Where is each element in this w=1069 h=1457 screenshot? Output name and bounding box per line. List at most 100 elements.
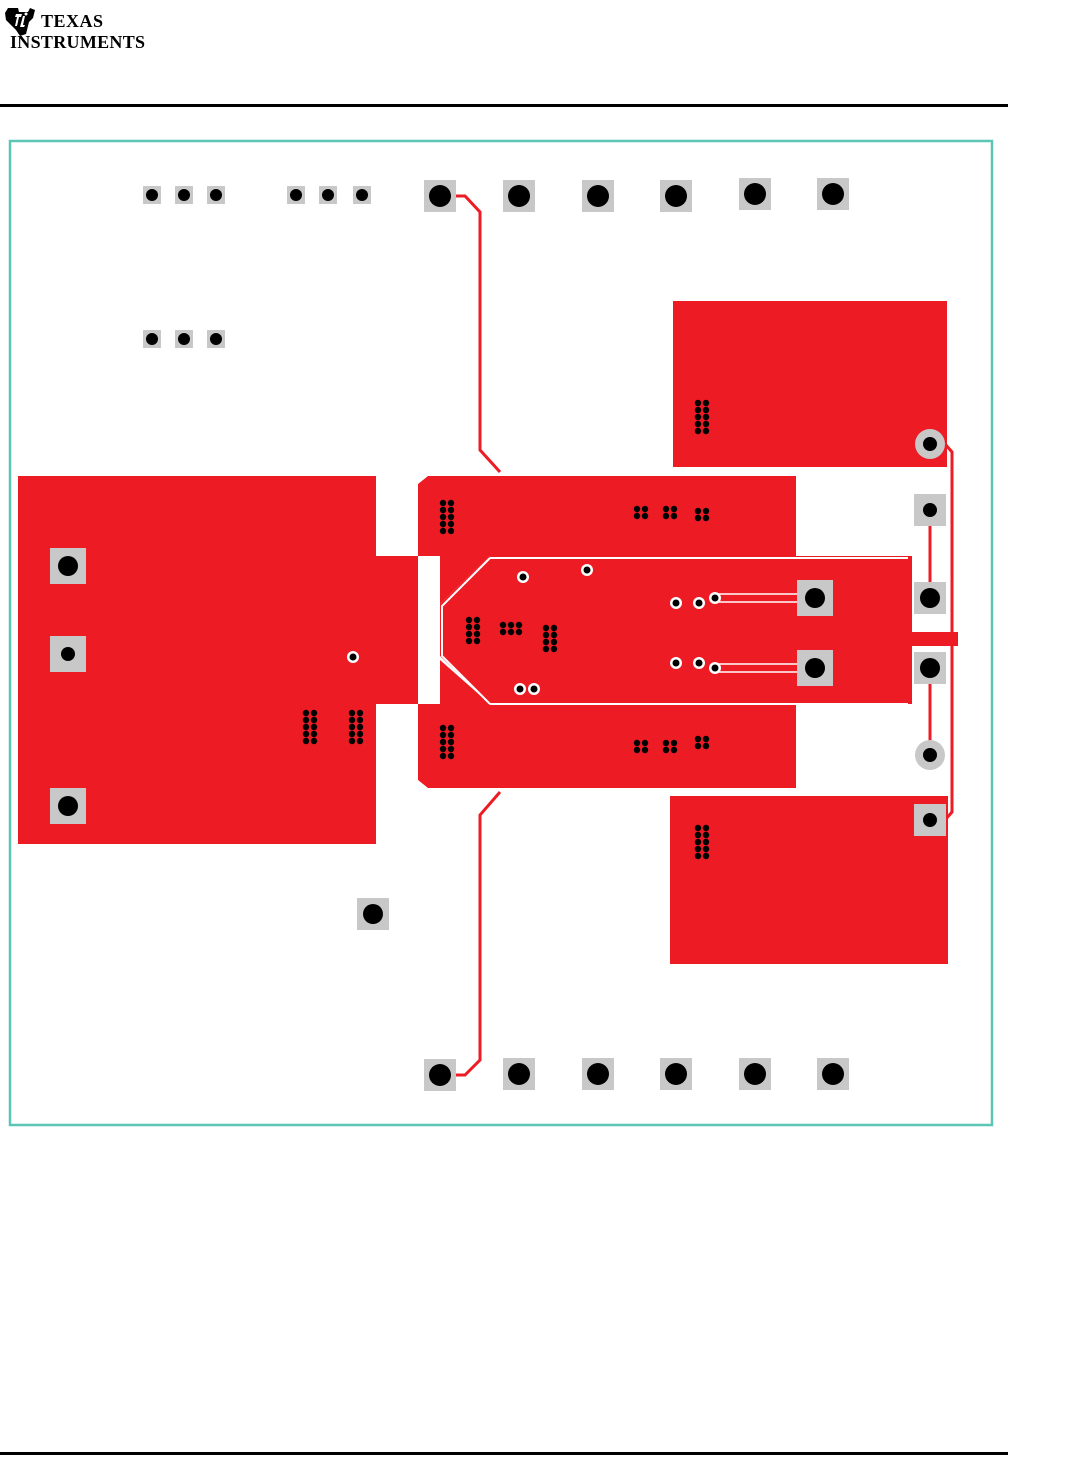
stitch-via: [703, 421, 709, 427]
stitch-via: [357, 710, 363, 716]
stitch-via: [357, 731, 363, 737]
pad-top-2: [503, 180, 535, 212]
stitch-via: [695, 839, 701, 845]
stitch-via: [671, 506, 677, 512]
pad-right-4: [914, 804, 946, 836]
stitch-via: [440, 739, 446, 745]
stitch-via: [440, 746, 446, 752]
stitch-via: [440, 500, 446, 506]
stitch-via: [311, 724, 317, 730]
stitch-via: [695, 414, 701, 420]
stitch-via: [508, 622, 514, 628]
stitch-via: [551, 646, 557, 652]
stitch-via: [703, 736, 709, 742]
pour-top-right: [673, 301, 947, 467]
stitch-via: [703, 407, 709, 413]
stitch-via: [508, 629, 514, 635]
stitch-via: [448, 507, 454, 513]
stitch-via: [551, 625, 557, 631]
pad-lone: [357, 898, 389, 930]
stitch-via: [663, 740, 669, 746]
pad-top-4: [660, 180, 692, 212]
stitch-via: [440, 521, 446, 527]
round-pad-2: [915, 740, 945, 770]
stitch-via: [703, 515, 709, 521]
stitch-via: [663, 506, 669, 512]
stitch-via: [703, 853, 709, 859]
stitch-via: [543, 625, 549, 631]
stitch-via: [703, 839, 709, 845]
stitch-via: [671, 740, 677, 746]
footer-rule: [0, 1452, 1008, 1455]
stitch-via: [311, 717, 317, 723]
stitch-via: [695, 736, 701, 742]
stitch-via: [440, 507, 446, 513]
pad-top-5: [739, 178, 771, 210]
stitch-via: [695, 846, 701, 852]
stitch-via: [695, 400, 701, 406]
pad-left-3: [50, 788, 86, 824]
pad-top-3: [582, 180, 614, 212]
stitch-via: [671, 513, 677, 519]
stitch-via: [703, 846, 709, 852]
stitch-via: [474, 624, 480, 630]
stitch-via: [703, 832, 709, 838]
stitch-via: [474, 631, 480, 637]
stitch-via: [448, 528, 454, 534]
stitch-via: [440, 732, 446, 738]
stitch-via: [642, 513, 648, 519]
stitch-via: [695, 515, 701, 521]
stitch-via: [311, 738, 317, 744]
stitch-via: [357, 717, 363, 723]
copper-pours: [18, 301, 958, 964]
header-pads: [143, 186, 371, 348]
round-pad-1: [915, 429, 945, 459]
pour-bottom-right: [670, 796, 948, 964]
stitch-via: [357, 724, 363, 730]
stitch-via: [516, 629, 522, 635]
stitch-via: [448, 739, 454, 745]
stitch-via: [448, 753, 454, 759]
stitch-via: [663, 747, 669, 753]
trace-top-left: [440, 196, 500, 472]
stitch-via: [703, 743, 709, 749]
pad-bot-4: [660, 1058, 692, 1090]
stitch-via: [703, 400, 709, 406]
stitch-via: [448, 500, 454, 506]
stitch-via: [303, 738, 309, 744]
stitch-via: [671, 747, 677, 753]
stitch-via: [466, 638, 472, 644]
pad-top-6: [817, 178, 849, 210]
stitch-via: [516, 622, 522, 628]
trace-bottom-left: [440, 792, 500, 1075]
pad-top-1: [424, 180, 456, 212]
stitch-via: [695, 743, 701, 749]
pad-right-3: [914, 652, 946, 684]
stitch-via: [303, 710, 309, 716]
stitch-via: [311, 731, 317, 737]
stitch-via: [634, 740, 640, 746]
pad-bot-6: [817, 1058, 849, 1090]
pad-left-1: [50, 548, 86, 584]
stitch-via: [349, 710, 355, 716]
pad-left-2: [50, 636, 86, 672]
stitch-via: [349, 724, 355, 730]
stitch-via: [303, 717, 309, 723]
stitch-via: [440, 514, 446, 520]
pad-right-1: [914, 494, 946, 526]
stitch-via: [703, 825, 709, 831]
stitch-via: [634, 506, 640, 512]
stitch-via: [448, 732, 454, 738]
stitch-via: [695, 853, 701, 859]
stitch-via: [695, 825, 701, 831]
stitch-via: [695, 421, 701, 427]
stitch-via: [634, 513, 640, 519]
stitch-via: [642, 747, 648, 753]
stitch-via: [642, 740, 648, 746]
stitch-via: [703, 414, 709, 420]
stitch-via: [440, 528, 446, 534]
stitch-via: [349, 717, 355, 723]
pad-right-2: [914, 582, 946, 614]
stitch-via: [500, 622, 506, 628]
stitch-via: [303, 731, 309, 737]
